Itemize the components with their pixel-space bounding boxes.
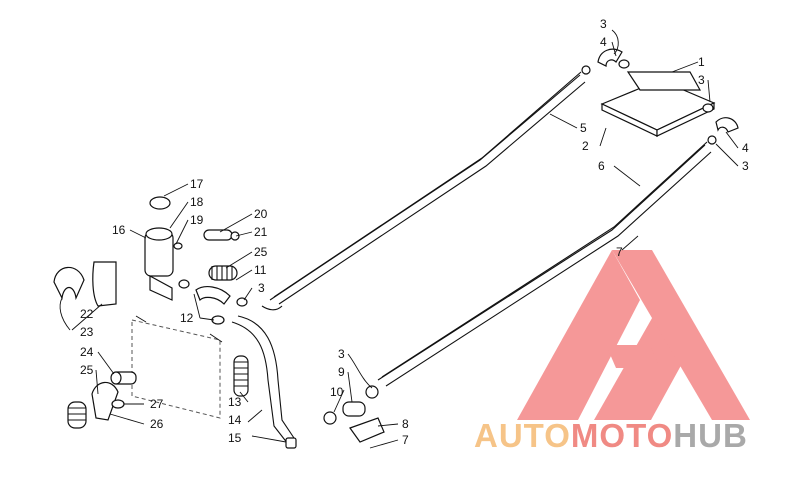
watermark-auto: AUTO (474, 417, 571, 454)
radiator-frame (131, 315, 223, 419)
callout-18: 18 (190, 195, 204, 209)
callout-17: 17 (190, 177, 204, 191)
callout-15: 15 (228, 431, 242, 445)
callout-3-right-upper: 3 (698, 73, 705, 87)
callout-5: 5 (580, 121, 587, 135)
small-hose-set (173, 229, 248, 325)
callout-labels: 3 4 1 3 4 3 5 2 6 7 17 18 19 16 20 21 25… (80, 17, 749, 447)
mounting-bracket (53, 261, 117, 307)
callout-2: 2 (582, 139, 589, 153)
callout-25-lower: 25 (80, 363, 94, 377)
leader-lines (59, 29, 739, 449)
callout-13: 13 (228, 395, 242, 409)
callout-14: 14 (228, 413, 242, 427)
lower-cooling-tube (377, 141, 712, 387)
callout-3-bottom: 3 (338, 347, 345, 361)
watermark-moto: MOTO (570, 417, 674, 454)
lower-fitting-set (323, 385, 385, 443)
callout-3-top: 3 (600, 17, 607, 31)
callout-6: 6 (598, 159, 605, 173)
watermark-logo-icon (517, 250, 750, 420)
callout-21: 21 (254, 225, 268, 239)
callout-11: 11 (254, 263, 267, 277)
callout-20: 20 (254, 207, 268, 221)
upper-right-elbow (581, 48, 630, 75)
callout-10: 10 (330, 385, 344, 399)
coolant-reservoir (144, 196, 174, 301)
callout-12: 12 (180, 311, 194, 325)
left-hose-set (67, 371, 137, 429)
upper-cooling-tube (261, 71, 586, 311)
callout-4-right: 4 (742, 141, 749, 155)
callout-16: 16 (112, 223, 126, 237)
callout-26: 26 (150, 417, 164, 431)
watermark-hub: HUB (673, 417, 748, 454)
lower-right-elbow (702, 103, 739, 145)
callout-23: 23 (80, 325, 94, 339)
callout-7-mid: 7 (616, 245, 623, 259)
callout-4-top: 4 (600, 35, 607, 49)
callout-25-upper: 25 (254, 245, 268, 259)
callout-1: 1 (698, 55, 705, 69)
callout-24: 24 (80, 345, 94, 359)
callout-7-bottom: 7 (402, 433, 409, 447)
lower-radiator-hose (231, 315, 297, 449)
callout-9: 9 (338, 365, 345, 379)
callout-8: 8 (402, 417, 409, 431)
callout-19: 19 (190, 213, 204, 227)
watermark-wordmark: AUTOMOTOHUB (474, 418, 792, 454)
heat-exchanger-panel (600, 71, 716, 137)
callout-3-right-lower: 3 (742, 159, 749, 173)
callout-22: 22 (80, 307, 94, 321)
callout-27: 27 (150, 397, 164, 411)
callout-3-left: 3 (258, 281, 265, 295)
